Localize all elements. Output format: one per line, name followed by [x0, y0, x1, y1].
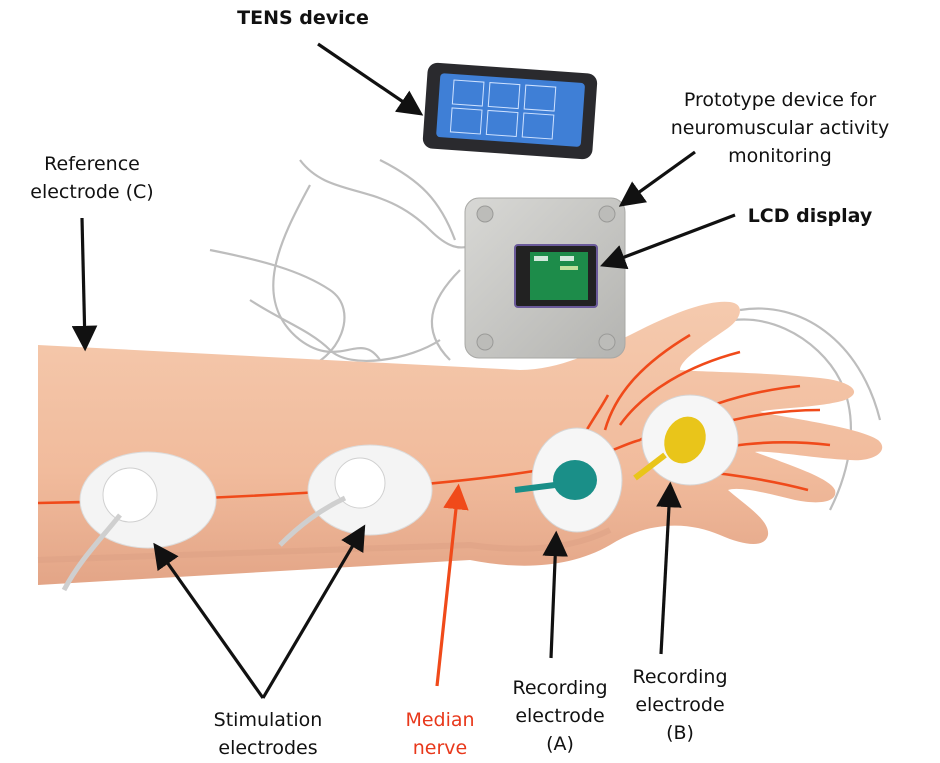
- label-prototype-device: Prototype device for neuromuscular activ…: [670, 89, 890, 167]
- label-stimulation-electrodes: Stimulation electrodes: [213, 709, 323, 759]
- arrow-prototype-device: [618, 150, 696, 207]
- lcd-screen-icon: [514, 244, 598, 308]
- forearm-and-hand: [37, 301, 883, 585]
- label-recording-electrode-a: Recording electrode (A): [512, 677, 608, 755]
- arrow-stimulation-1: [153, 542, 265, 699]
- label-median-nerve: Median nerve: [405, 709, 475, 759]
- label-reference-electrode: Reference electrode (C): [30, 153, 154, 203]
- tens-device-icon: [422, 62, 598, 160]
- arrow-recording-a: [542, 530, 568, 659]
- annotation-arrows: [71, 42, 736, 699]
- label-tens-device: TENS device: [237, 7, 369, 29]
- stimulation-electrode-2: [278, 444, 433, 547]
- recording-electrode-a: [514, 427, 623, 533]
- label-recording-electrode-b: Recording electrode (B): [632, 666, 728, 744]
- arrow-recording-b: [656, 481, 682, 655]
- arrow-tens-device: [317, 42, 424, 116]
- cables: [209, 159, 882, 511]
- recording-electrode-b: [633, 394, 739, 486]
- arrow-median-nerve: [435, 483, 469, 687]
- arrow-stimulation-2: [261, 524, 366, 699]
- arrow-reference-electrode: [71, 217, 98, 352]
- stimulation-electrode-1: [61, 451, 217, 592]
- arrow-lcd-display: [600, 213, 736, 270]
- label-lcd-display: LCD display: [747, 205, 873, 227]
